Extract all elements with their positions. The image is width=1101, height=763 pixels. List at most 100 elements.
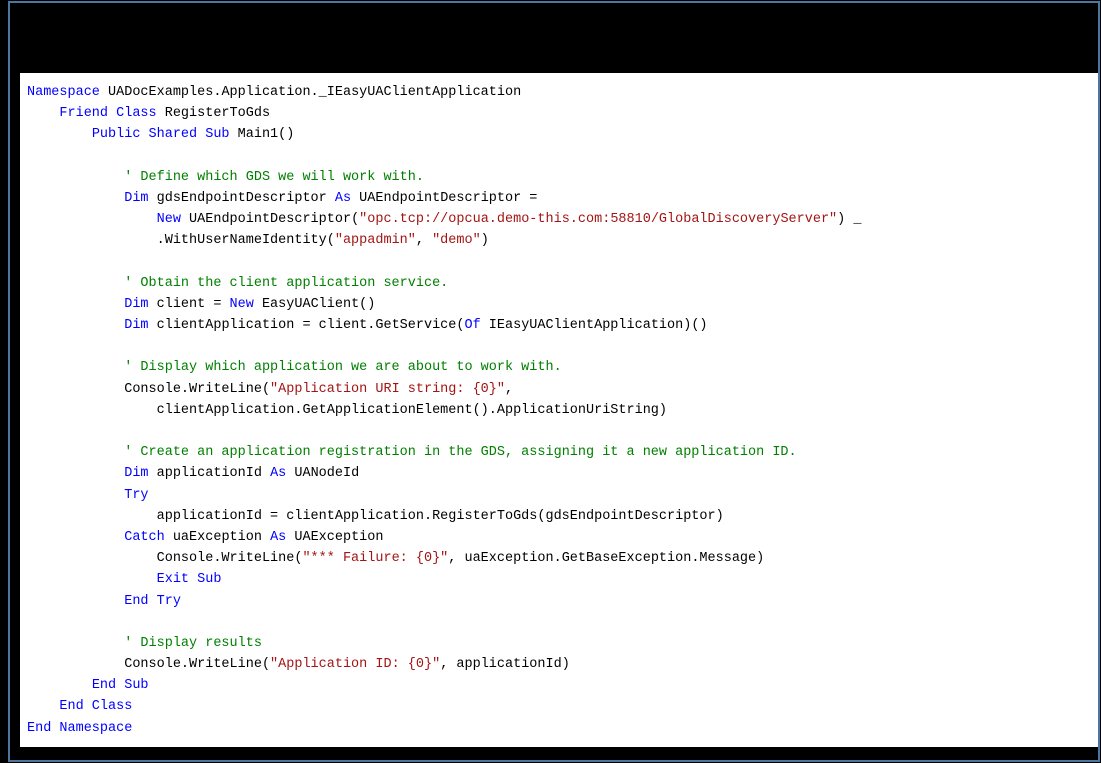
code-text: clientApplication.GetApplicationElement(…: [27, 402, 668, 418]
code-text: ): [480, 233, 489, 249]
code-line: ' Display results: [27, 633, 861, 654]
code-keyword: Namespace: [27, 85, 100, 100]
code-line: Dim applicationId As UANodeId: [27, 463, 861, 484]
code-line: Dim gdsEndpointDescriptor As UAEndpointD…: [27, 188, 861, 209]
code-text: [27, 212, 157, 227]
code-text: gdsEndpointDescriptor: [148, 190, 335, 206]
code-line: [27, 421, 861, 442]
code-text: [27, 297, 124, 312]
code-line: Console.WriteLine("Application ID: {0}",…: [27, 654, 861, 675]
code-keyword: Exit Sub: [156, 572, 222, 588]
code-keyword: End Try: [124, 593, 181, 609]
code-line: applicationId = clientApplication.Regist…: [27, 506, 861, 527]
code-text: ,: [415, 233, 433, 249]
code-text: [27, 488, 124, 503]
code-keyword: Dim: [124, 296, 149, 312]
code-text: client =: [148, 296, 230, 312]
code-keyword: Dim: [124, 190, 149, 206]
code-keyword: As: [334, 190, 352, 206]
code-line: Friend Class RegisterToGds: [27, 103, 861, 124]
code-line: [27, 336, 861, 357]
code-text: [27, 170, 124, 185]
code-text: ,: [505, 381, 514, 397]
code-text: IEasyUAClientApplication)(): [480, 318, 708, 334]
code-keyword: As: [270, 466, 287, 482]
code-comment: ' Create an application registration in …: [124, 445, 797, 461]
code-keyword: New: [156, 212, 181, 228]
code-string: "demo": [432, 233, 481, 249]
code-panel: Namespace UADocExamples.Application._IEa…: [20, 73, 1098, 747]
code-line: Console.WriteLine("Application URI strin…: [27, 379, 861, 400]
code-text: [27, 318, 124, 333]
code-line: Public Shared Sub Main1(): [27, 124, 861, 145]
code-text: [27, 127, 92, 142]
code-text: applicationId = clientApplication.Regist…: [27, 508, 724, 524]
code-line: ' Display which application we are about…: [27, 357, 861, 378]
code-text: ) _: [837, 212, 862, 228]
code-text: [27, 106, 59, 121]
code-text: .WithUserNameIdentity(: [27, 233, 335, 249]
code-listing: Namespace UADocExamples.Application._IEa…: [27, 82, 861, 739]
code-string: "Application ID: {0}": [270, 657, 441, 673]
code-line: Dim client = New EasyUAClient(): [27, 294, 861, 315]
code-text: [27, 466, 124, 481]
code-line: [27, 252, 861, 273]
code-keyword: Try: [124, 487, 149, 503]
code-keyword: New: [229, 296, 254, 312]
code-text: clientApplication = client.GetService(: [148, 318, 465, 334]
code-line: ' Create an application registration in …: [27, 442, 861, 463]
code-comment: ' Obtain the client application service.: [124, 275, 449, 291]
code-keyword: Public Shared Sub: [91, 127, 230, 143]
code-keyword: End Sub: [91, 678, 149, 694]
code-keyword: As: [270, 529, 287, 545]
code-comment: ' Define which GDS we will work with.: [124, 169, 424, 185]
code-text: UAEndpointDescriptor =: [351, 190, 538, 206]
code-keyword: Of: [464, 318, 481, 334]
code-keyword: Dim: [124, 318, 149, 334]
code-keyword: End Class: [59, 699, 133, 715]
code-text: [27, 594, 124, 609]
code-text: Console.WriteLine(: [27, 551, 303, 567]
code-line: New UAEndpointDescriptor("opc.tcp://opcu…: [27, 209, 862, 230]
code-string: "appadmin": [334, 233, 416, 249]
code-text: UANodeId: [286, 466, 360, 482]
code-text: [27, 678, 92, 693]
code-text: , uaException.GetBaseException.Message): [448, 551, 765, 567]
code-line: [27, 146, 861, 167]
code-text: RegisterToGds: [156, 106, 271, 122]
code-text: UADocExamples.Application._IEasyUAClient…: [99, 85, 522, 100]
code-line: End Namespace: [27, 718, 861, 739]
code-text: Main1(): [229, 127, 295, 143]
code-keyword: End Namespace: [27, 720, 133, 736]
code-text: , applicationId): [440, 657, 570, 673]
code-line: clientApplication.GetApplicationElement(…: [27, 400, 861, 421]
code-text: [27, 276, 124, 291]
code-text: applicationId: [148, 466, 271, 482]
code-text: [27, 191, 124, 206]
code-line: .WithUserNameIdentity("appadmin", "demo"…: [27, 230, 861, 251]
code-text: EasyUAClient(): [253, 296, 376, 312]
code-line: End Sub: [27, 675, 861, 696]
code-keyword: Friend Class: [59, 106, 157, 122]
code-comment: ' Display results: [124, 635, 262, 651]
code-line: Console.WriteLine("*** Failure: {0}", ua…: [27, 548, 861, 569]
code-text: [27, 530, 124, 545]
code-text: [27, 445, 124, 460]
code-line: Exit Sub: [27, 569, 861, 590]
code-text: uaException: [164, 529, 271, 545]
code-string: "Application URI string: {0}": [270, 381, 505, 397]
code-text: Console.WriteLine(: [27, 381, 271, 397]
code-text: [27, 360, 124, 375]
code-line: ' Define which GDS we will work with.: [27, 167, 861, 188]
code-text: [27, 699, 59, 714]
code-line: Try: [27, 485, 861, 506]
code-line: ' Obtain the client application service.: [27, 273, 861, 294]
code-line: Catch uaException As UAException: [27, 527, 861, 548]
code-text: UAEndpointDescriptor(: [180, 212, 360, 228]
code-line: [27, 612, 861, 633]
code-string: "*** Failure: {0}": [302, 551, 449, 567]
code-keyword: Dim: [124, 466, 149, 482]
code-string: "opc.tcp://opcua.demo-this.com:58810/Glo…: [359, 212, 838, 228]
code-text: Console.WriteLine(: [27, 657, 271, 673]
code-text: UAException: [286, 529, 384, 545]
